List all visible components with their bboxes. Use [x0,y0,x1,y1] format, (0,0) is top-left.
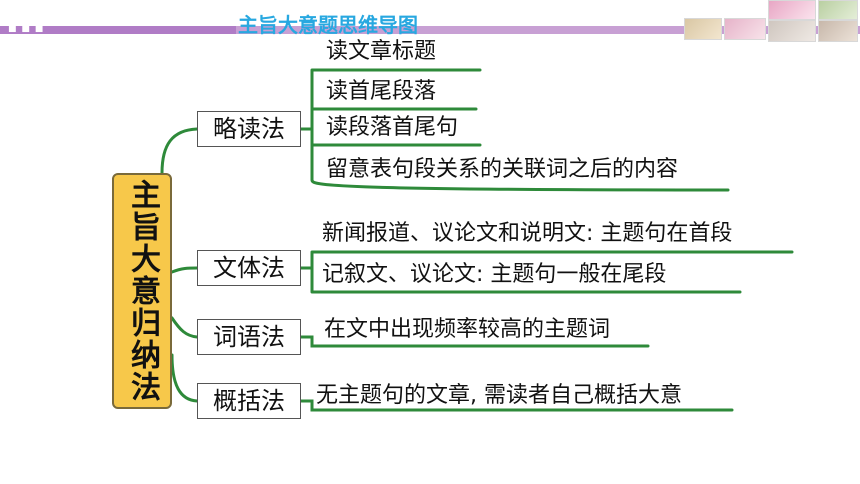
leaf-item: 读段落首尾句 [326,115,459,140]
connector-branch-1-leaves [299,68,730,192]
header-thumbnails [680,0,860,44]
leaf-item: 在文中出现频率较高的主题词 [324,317,611,342]
connector-center-to-branch-1 [160,127,199,175]
branch-skimming: 略读法 [197,111,301,147]
branch-genre: 文体法 [197,250,301,286]
header-band-accent [0,26,236,34]
connector-branch-2-leaves [299,250,794,294]
center-label: 主旨大意归纳法 [125,179,160,403]
center-node: 主旨大意归纳法 [112,173,172,409]
page-title: 主旨大意题思维导图 [238,13,418,37]
connector-branch-3-leaf [299,335,650,348]
leaf-item: 读文章标题 [326,39,437,64]
thumbnail-image [818,0,858,20]
leaf-item: 无主题句的文章, 需读者自己概括大意 [316,383,682,408]
leaf-item: 留意表句段关系的关联词之后的内容 [326,157,679,182]
connector-center-to-branch-3 [170,316,199,339]
header-band [0,26,860,34]
leaf-item: 记叙文、议论文: 主题句一般在尾段 [322,262,667,287]
connector-center-to-branch-4 [170,353,199,403]
connector-center-to-branch-2 [170,266,199,274]
thumbnail-image [768,0,816,20]
connector-branch-4-leaf [299,399,734,412]
thumbnail-image [684,18,722,40]
thumbnail-image [818,20,858,42]
thumbnail-image [724,18,766,40]
thumbnail-image [768,20,816,42]
leaf-item: 新闻报道、议论文和说明文: 主题句在首段 [322,221,733,246]
branch-summarize: 概括法 [197,383,301,419]
leaf-item: 读首尾段落 [326,79,437,104]
branch-keywords: 词语法 [197,319,301,355]
header-dots: ■ ■ ■ [8,24,45,34]
